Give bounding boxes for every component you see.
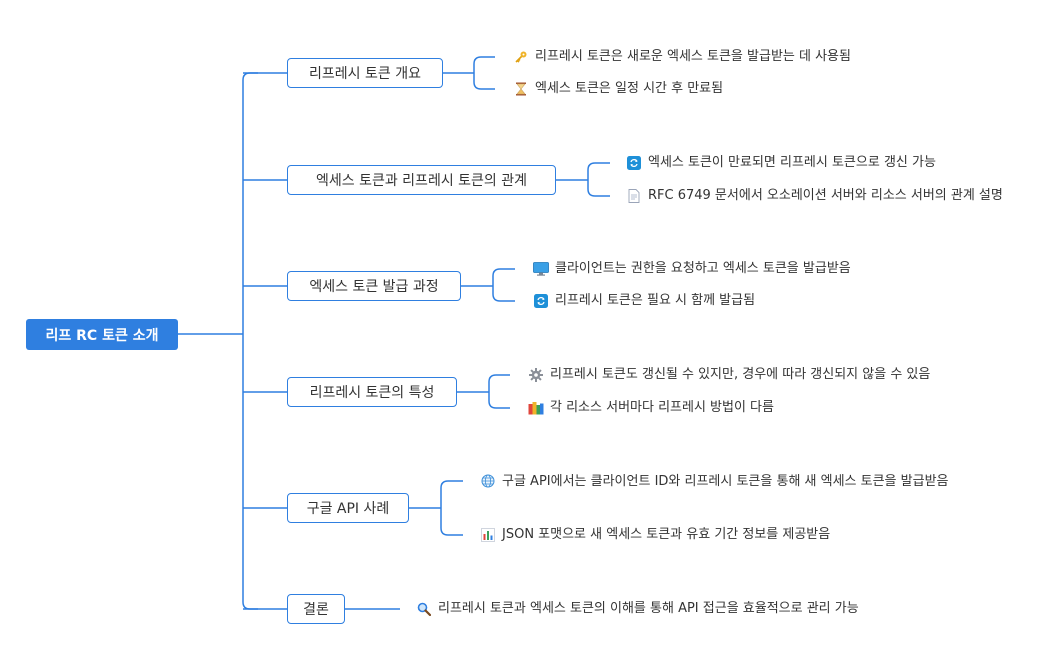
- topic-access-refresh-relationship[interactable]: 엑세스 토큰과 리프레시 토큰의 관계: [287, 165, 556, 195]
- books-icon: [528, 398, 544, 418]
- topic-conclusion[interactable]: 결론: [287, 594, 345, 624]
- document-icon: [626, 186, 642, 206]
- key-icon: [513, 47, 529, 67]
- hourglass-icon: [513, 79, 529, 99]
- topic-google-api-case[interactable]: 구글 API 사례: [287, 493, 409, 523]
- topic-refresh-token-characteristics[interactable]: 리프레시 토큰의 특성: [287, 377, 457, 407]
- leaf-item[interactable]: 구글 API에서는 클라이언트 ID와 리프레시 토큰을 통해 새 엑세스 토큰…: [480, 471, 970, 493]
- refresh-icon: [626, 153, 642, 173]
- gear-icon: [528, 365, 544, 385]
- leaf-item[interactable]: 리프레시 토큰은 필요 시 함께 발급됨: [533, 291, 755, 311]
- leaf-text: 리프레시 토큰과 엑세스 토큰의 이해를 통해 API 접근을 효율적으로 관리…: [438, 601, 859, 616]
- leaf-text: RFC 6749 문서에서 오소레이션 서버와 리소스 서버의 관계 설명: [648, 188, 1003, 203]
- leaf-item[interactable]: 엑세스 토큰은 일정 시간 후 만료됨: [513, 79, 723, 99]
- leaf-text: 엑세스 토큰이 만료되면 리프레시 토큰으로 갱신 가능: [648, 155, 936, 170]
- leaf-text: 리프레시 토큰은 새로운 엑세스 토큰을 발급받는 데 사용됨: [535, 49, 851, 64]
- computer-icon: [533, 259, 549, 279]
- topic-access-token-issuance[interactable]: 엑세스 토큰 발급 과정: [287, 271, 461, 301]
- leaf-item[interactable]: 클라이언트는 권한을 요청하고 엑세스 토큰을 발급받음: [533, 259, 851, 279]
- leaf-item[interactable]: RFC 6749 문서에서 오소레이션 서버와 리소스 서버의 관계 설명: [626, 186, 1003, 206]
- leaf-item[interactable]: JSON 포맷으로 새 엑세스 토큰과 유효 기간 정보를 제공받음: [480, 525, 830, 545]
- leaf-item[interactable]: 엑세스 토큰이 만료되면 리프레시 토큰으로 갱신 가능: [626, 153, 936, 173]
- leaf-text: 리프레시 토큰은 필요 시 함께 발급됨: [555, 293, 756, 308]
- leaf-text: 리프레시 토큰도 갱신될 수 있지만, 경우에 따라 갱신되지 않을 수 있음: [550, 367, 931, 382]
- leaf-text: 클라이언트는 권한을 요청하고 엑세스 토큰을 발급받음: [555, 261, 851, 276]
- globe-icon: [480, 471, 496, 491]
- leaf-text: 구글 API에서는 클라이언트 ID와 리프레시 토큰을 통해 새 엑세스 토큰…: [502, 474, 949, 489]
- root-topic[interactable]: 리프 RC 토큰 소개: [26, 319, 178, 350]
- refresh-icon: [533, 291, 549, 311]
- magnifier-icon: [416, 599, 432, 619]
- leaf-item[interactable]: 리프레시 토큰과 엑세스 토큰의 이해를 통해 API 접근을 효율적으로 관리…: [416, 599, 859, 619]
- topic-refresh-token-overview[interactable]: 리프레시 토큰 개요: [287, 58, 443, 88]
- leaf-text: JSON 포맷으로 새 엑세스 토큰과 유효 기간 정보를 제공받음: [502, 527, 831, 542]
- leaf-text: 각 리소스 서버마다 리프레시 방법이 다름: [550, 400, 774, 415]
- bar-chart-icon: [480, 525, 496, 545]
- leaf-text: 엑세스 토큰은 일정 시간 후 만료됨: [535, 81, 724, 96]
- leaf-item[interactable]: 리프레시 토큰도 갱신될 수 있지만, 경우에 따라 갱신되지 않을 수 있음: [528, 365, 930, 385]
- leaf-item[interactable]: 각 리소스 서버마다 리프레시 방법이 다름: [528, 398, 774, 418]
- leaf-item[interactable]: 리프레시 토큰은 새로운 엑세스 토큰을 발급받는 데 사용됨: [513, 47, 851, 67]
